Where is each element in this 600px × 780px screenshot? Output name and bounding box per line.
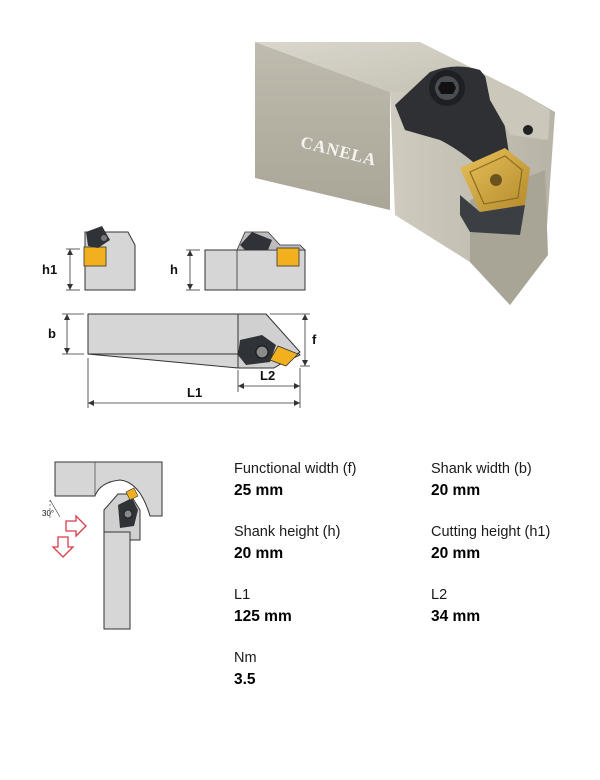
spec-value-functional-width: 25 mm bbox=[234, 482, 284, 499]
spec-label-shank-height: Shank height (h) bbox=[234, 524, 341, 540]
spec-label-l2: L2 bbox=[431, 587, 448, 603]
dim-h: h bbox=[170, 262, 178, 277]
spec-value-nm: 3.5 bbox=[234, 671, 256, 688]
front-view: h1 bbox=[42, 226, 136, 291]
clamp-lever bbox=[395, 66, 510, 168]
dim-L1: L1 bbox=[187, 385, 202, 400]
spec-value-shank-width: 20 mm bbox=[431, 482, 481, 499]
insert-icon bbox=[83, 246, 107, 267]
spec-value-cutting-height: 20 mm bbox=[431, 545, 481, 562]
feed-arrow-icon bbox=[65, 514, 87, 538]
feed-arrow-down-icon bbox=[51, 536, 75, 558]
dim-L2: L2 bbox=[260, 368, 275, 383]
spec-label-shank-width: Shank width (b) bbox=[431, 461, 532, 477]
dim-b: b bbox=[48, 326, 56, 341]
dim-f: f bbox=[312, 332, 317, 347]
tool-holder-photo: CANELA bbox=[255, 42, 555, 305]
top-view: b f L2 L1 bbox=[48, 313, 317, 408]
side-view: h bbox=[170, 231, 306, 291]
dimension-drawing: h1 h b f bbox=[42, 226, 317, 408]
spec-label-l1: L1 bbox=[234, 587, 251, 603]
dim-h1: h1 bbox=[42, 262, 57, 277]
application-sketch: 30° bbox=[42, 461, 163, 630]
spec-label-nm: Nm bbox=[234, 650, 257, 666]
spec-value-l1: 125 mm bbox=[234, 608, 292, 625]
spec-label-functional-width: Functional width (f) bbox=[234, 461, 357, 477]
spec-value-shank-height: 20 mm bbox=[234, 545, 284, 562]
spec-value-l2: 34 mm bbox=[431, 608, 481, 625]
angle-label: 30° bbox=[42, 509, 54, 518]
spec-label-cutting-height: Cutting height (h1) bbox=[431, 524, 551, 540]
